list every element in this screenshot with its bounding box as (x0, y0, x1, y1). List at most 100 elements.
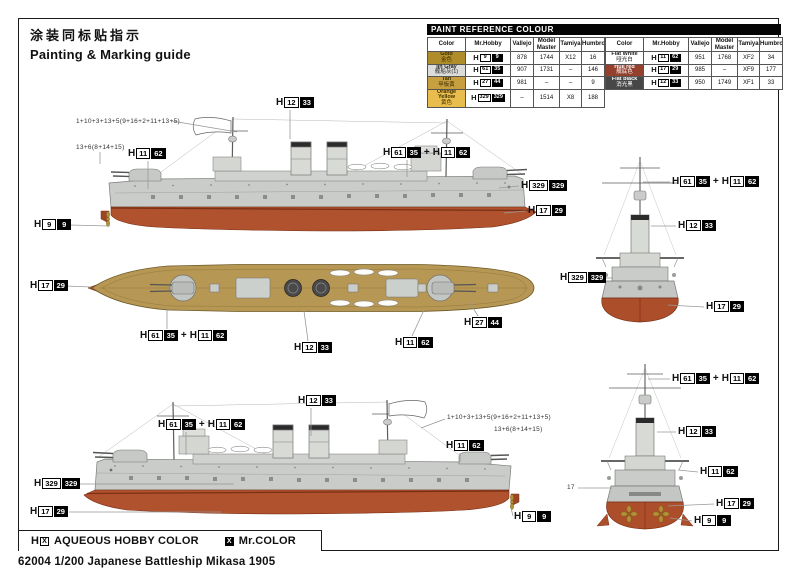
aft-turret (128, 168, 162, 182)
superstructure (614, 469, 676, 487)
col-modelmaster: Model Master (533, 37, 560, 52)
mr-color-label: Mr.COLOR (238, 535, 296, 547)
ship-top-side-view (100, 116, 537, 232)
col-mrhobby: Mr.Hobby (465, 37, 511, 52)
ensign-flag (388, 400, 428, 419)
page-frame (18, 18, 779, 551)
aqueous-label: AQUEOUS HOBBY COLOR (53, 535, 199, 547)
fore-bridge (235, 277, 271, 299)
ship-stern-view (596, 364, 694, 530)
col-vallejo: Vallejo (510, 37, 534, 52)
col-color: Color (605, 37, 644, 52)
propeller (620, 505, 670, 523)
propeller (106, 211, 110, 227)
funnel (630, 214, 650, 256)
page-title-english: Painting & Marking guide (30, 47, 191, 62)
skylights (209, 283, 499, 293)
col-mrhobby: Mr.Hobby (643, 37, 689, 52)
boats (347, 162, 413, 171)
title-block: 涂装同标贴指示 Painting & Marking guide (30, 25, 191, 62)
gunports (151, 193, 491, 199)
aqueous-h-prefix: H (31, 535, 39, 547)
propeller (510, 494, 514, 510)
ensign-flag (192, 117, 232, 136)
paint-table-right: Color Mr.Hobby Vallejo Model Master Tami… (605, 37, 783, 90)
parts-note: 1+10+3+13+5(9+16+2+11+13+5) (76, 118, 180, 125)
portholes (134, 182, 506, 187)
aqueous-x-box-icon: X (39, 536, 49, 546)
col-humbrol: Humbrol (581, 37, 605, 52)
col-tamiya: Tamiya (737, 37, 760, 52)
funnel-opening (312, 279, 330, 297)
part-number-17: 17 (567, 484, 575, 491)
col-tamiya: Tamiya (559, 37, 582, 52)
bridge (624, 455, 666, 471)
paint-table-header-row: Color Mr.Hobby Vallejo Model Master Tami… (605, 37, 783, 52)
parts-note: 13+6(8+14+15) (494, 426, 543, 433)
col-humbrol: Humbrol (759, 37, 783, 52)
mr-color-x-box-icon: X (224, 536, 234, 546)
parts-note: 13+6(8+14+15) (76, 144, 125, 151)
boats (329, 268, 399, 308)
col-modelmaster: Model Master (711, 37, 738, 52)
funnel-opening (284, 279, 302, 297)
color-legend: H X AQUEOUS HOBBY COLOR X Mr.COLOR (19, 530, 322, 551)
kit-title: 62004 1/200 Japanese Battleship Mikasa 1… (18, 556, 276, 568)
paint-table-header-row: Color Mr.Hobby Vallejo Model Master Tami… (427, 37, 605, 52)
deckhouse (214, 170, 428, 182)
superstructure (611, 266, 669, 282)
paint-table-header-bar: PAINT REFERENCE COLOUR (427, 24, 781, 35)
ship-bottom-side-view (83, 399, 520, 515)
aft-bridge (212, 156, 242, 172)
paint-reference-table: PAINT REFERENCE COLOUR Color Mr.Hobby Va… (427, 24, 783, 108)
fore-turret (472, 166, 508, 180)
ship-plan-view (88, 264, 535, 312)
page-title-chinese: 涂装同标贴指示 (30, 28, 143, 43)
funnel (635, 417, 655, 457)
fighting-top (633, 190, 647, 201)
port-fin (596, 513, 610, 527)
paint-table-left: Color Mr.Hobby Vallejo Model Master Tami… (427, 37, 605, 108)
ship-bow-view (596, 157, 684, 323)
